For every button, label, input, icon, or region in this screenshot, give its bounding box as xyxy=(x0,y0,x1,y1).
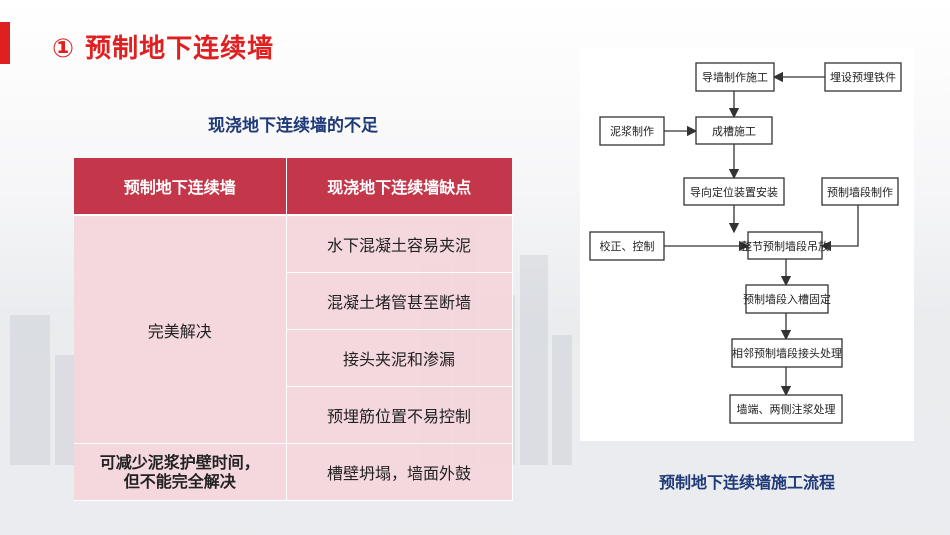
header-precast: 预制地下连续墙 xyxy=(74,158,287,216)
flowchart-caption: 预制地下连续墙施工流程 xyxy=(658,473,835,492)
flow-step-s2: 埋设预埋铁件 xyxy=(824,62,902,92)
header-cast-in-place-defects: 现浇地下连续墙缺点 xyxy=(286,158,512,216)
table-row: 接头夹泥和渗漏 xyxy=(74,329,513,387)
flow-step-s3: 泥浆制作 xyxy=(599,116,665,146)
arrow-s6-s8 xyxy=(820,205,859,252)
flow-step-label: 预制墙段入槽固定 xyxy=(743,292,831,306)
title-accent-bar xyxy=(0,22,10,64)
flow-step-label: 成槽施工 xyxy=(712,125,756,138)
defect-cell: 水下混凝土容易夹泥 xyxy=(286,215,513,273)
flow-step-s5: 导向定位装置安装 xyxy=(683,177,785,206)
table-row: 混凝土堵管甚至断墙 xyxy=(74,272,513,330)
flow-step-s1: 导墙制作施工 xyxy=(695,62,775,92)
flow-step-label: 校正、控制 xyxy=(600,239,655,253)
flow-step-label: 整节预制墙段吊放 xyxy=(741,239,829,253)
flow-step-s9: 预制墙段入槽固定 xyxy=(743,284,831,314)
flow-step-label: 相邻预制墙段接头处理 xyxy=(732,346,842,360)
flow-step-label: 埋设预埋铁件 xyxy=(830,71,896,84)
defect-cell: 预埋筋位置不易控制 xyxy=(286,386,513,444)
flow-step-s10: 相邻预制墙段接头处理 xyxy=(731,338,843,368)
defect-cell: 混凝土堵管甚至断墙 xyxy=(286,272,513,330)
defect-cell: 接头夹泥和渗漏 xyxy=(286,329,513,387)
flow-step-label: 导向定位装置安装 xyxy=(690,185,778,199)
flowchart-panel: 导墙制作施工 埋设预埋铁件 泥浆制作 成槽施工 导向定位装置安装 预制墙段制作 … xyxy=(580,47,914,441)
flow-step-s8: 整节预制墙段吊放 xyxy=(741,231,829,260)
flow-step-s7: 校正、控制 xyxy=(589,231,665,261)
group-label-partial: 可减少泥浆护壁时间， 但不能完全解决 xyxy=(74,443,287,501)
table-row: 可减少泥浆护壁时间， 但不能完全解决 槽壁坍塌，墙面外鼓 xyxy=(74,443,513,501)
flow-step-label: 泥浆制作 xyxy=(610,124,654,138)
flow-step-label: 墙端、两侧注浆处理 xyxy=(737,402,836,416)
table-row: 预埋筋位置不易控制 xyxy=(74,386,513,444)
table-row: 完美解决 水下混凝土容易夹泥 xyxy=(74,215,513,444)
flow-step-s4: 成槽施工 xyxy=(695,116,773,145)
flow-step-label: 预制墙段制作 xyxy=(827,185,893,199)
group-label-solved: 完美解决 xyxy=(74,215,287,444)
comparison-table: 预制地下连续墙 现浇地下连续墙缺点 完美解决 水下混凝土容易夹泥 混凝土堵管甚至… xyxy=(74,158,513,501)
table-caption: 现浇地下连续墙的不足 xyxy=(208,116,378,136)
table-header-row: 预制地下连续墙 现浇地下连续墙缺点 xyxy=(74,158,512,216)
slide-title: ① 预制地下连续墙 xyxy=(52,34,275,64)
flowchart: 导墙制作施工 埋设预埋铁件 泥浆制作 成槽施工 导向定位装置安装 预制墙段制作 … xyxy=(589,62,902,424)
defect-cell: 槽壁坍塌，墙面外鼓 xyxy=(286,443,513,501)
flow-step-s11: 墙端、两侧注浆处理 xyxy=(729,394,843,424)
flow-step-s6: 预制墙段制作 xyxy=(821,177,899,206)
flow-step-label: 导墙制作施工 xyxy=(702,70,768,84)
